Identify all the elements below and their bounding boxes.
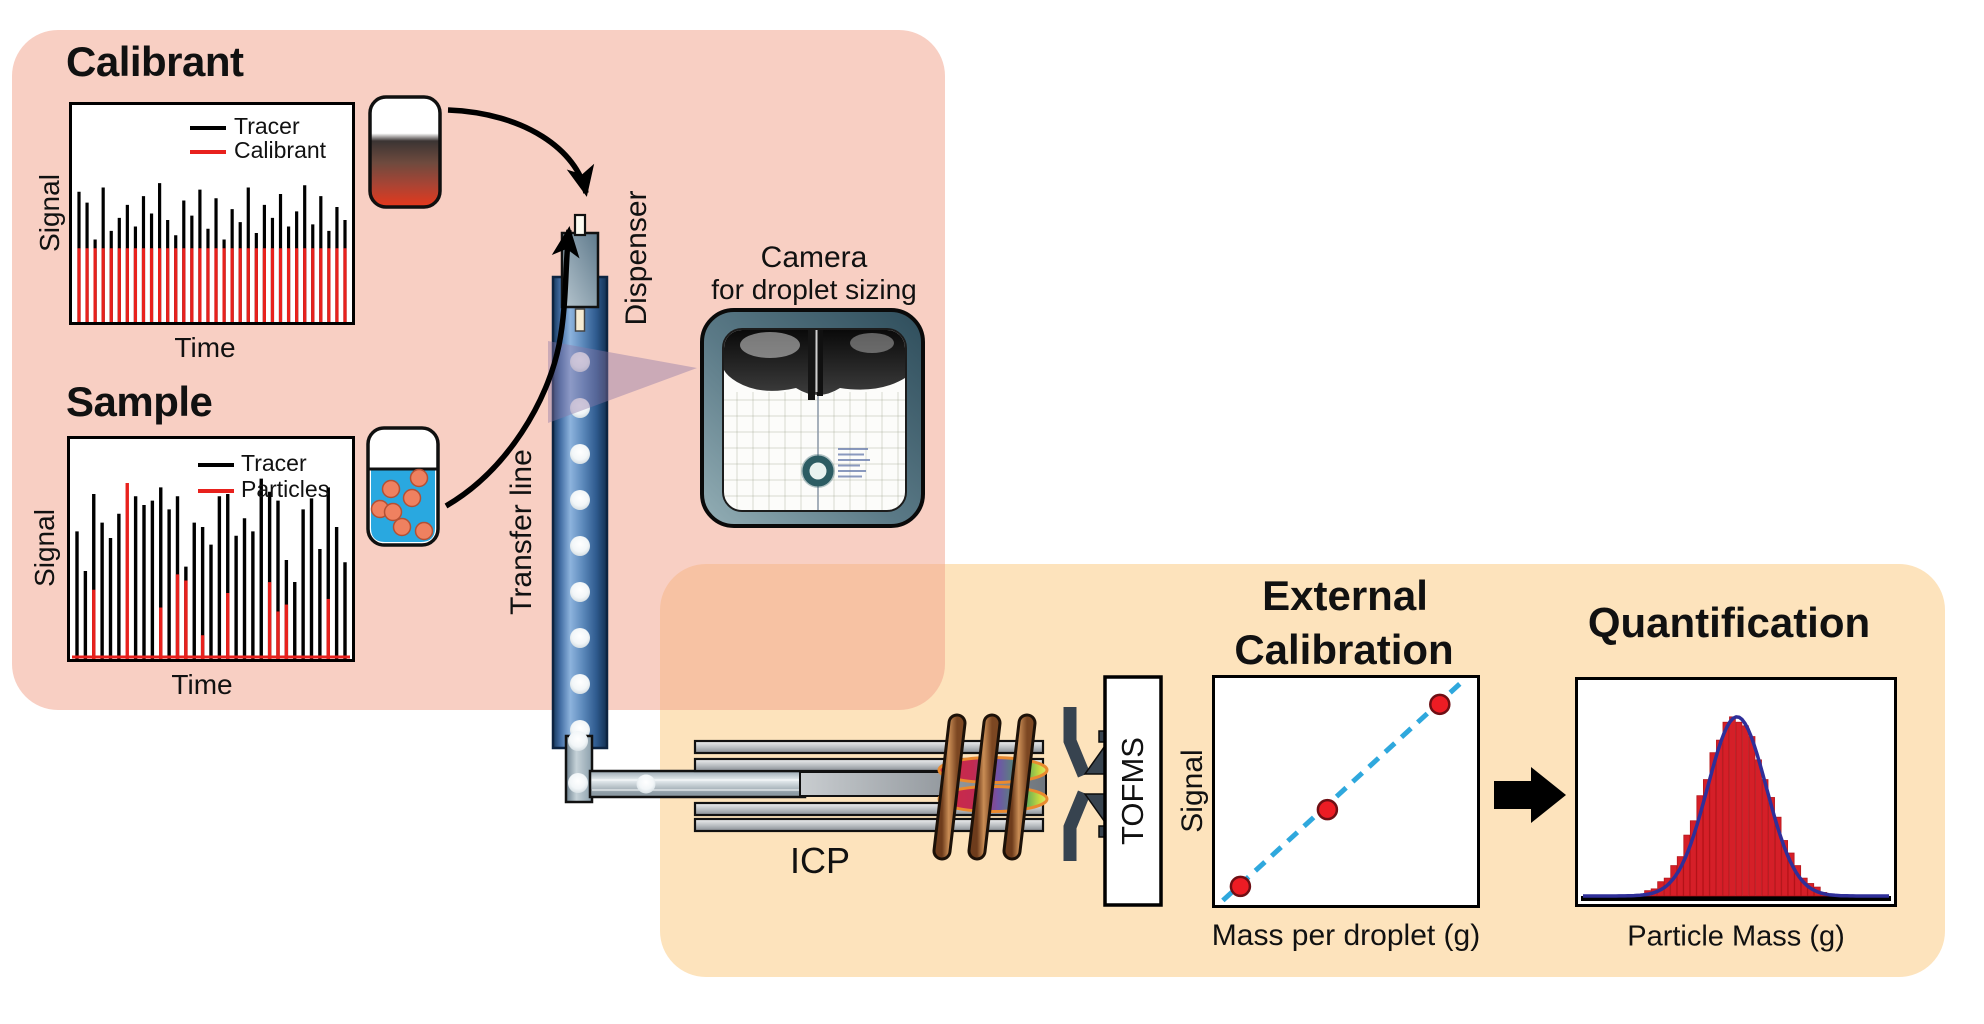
calibrant-title: Calibrant [66, 38, 244, 85]
external-calibration-chart [1212, 675, 1480, 908]
rf-load-coils [932, 713, 1037, 861]
calibrant-feed-arrow [447, 107, 595, 197]
legend-label-calibrant: Calibrant [234, 137, 327, 163]
calibrant-vial [368, 95, 442, 209]
external-calibration-ylabel: Signal [1176, 749, 1209, 833]
camera-label-line1: Camera [760, 241, 868, 274]
legend-line-tracer [198, 463, 234, 467]
droplet-annotation-lines [838, 448, 870, 478]
tofms-label: TOFMS [1115, 737, 1150, 845]
camera [700, 308, 925, 528]
camera-view-cone [548, 341, 697, 423]
legend-line-tracer [190, 126, 226, 130]
external-calibration-title-line2: Calibration [1234, 626, 1454, 673]
droplet-in-injector [636, 774, 656, 794]
camera-screen [722, 328, 907, 512]
legend-label-tracer: Tracer [241, 450, 307, 476]
camera-grid [724, 392, 905, 510]
sample-xlabel: Time [171, 669, 233, 700]
external-calibration-xlabel: Mass per droplet (g) [1211, 919, 1481, 952]
sample-vial [366, 426, 440, 547]
tofms-box [1103, 675, 1163, 907]
icp-label: ICP [789, 840, 851, 881]
legend-label-tracer: Tracer [234, 113, 300, 139]
calibrant-ylabel: Signal [34, 174, 65, 252]
quantification-title: Quantification [1587, 599, 1871, 646]
sample-ylabel: Signal [29, 509, 60, 587]
camera-view-image [724, 330, 905, 510]
legend-line-particles [198, 489, 234, 493]
external-calibration-title-line1: External [1262, 572, 1428, 619]
legend-line-calibrant [190, 150, 226, 154]
transfer-line-droplet-ports [570, 352, 590, 740]
sample-chart [67, 436, 355, 662]
sample-particles [370, 468, 434, 541]
droplet-in-elbow [568, 731, 588, 751]
dispenser-label: Dispenser [620, 190, 653, 326]
transfer-line-label: Transfer line [505, 449, 538, 615]
dispenser-capillary [574, 308, 586, 332]
droplet-in-camera [802, 455, 834, 487]
sampler-cone [1063, 707, 1091, 861]
calibrant-xlabel: Time [174, 332, 236, 363]
legend-label-particles: Particles [241, 476, 330, 502]
result-arrow-icon [1494, 767, 1566, 823]
sample-feed-arrow [444, 226, 580, 509]
quantification-chart [1575, 677, 1897, 907]
sample-title: Sample [66, 378, 213, 425]
droplet-in-elbow [568, 773, 588, 793]
quantification-xlabel: Particle Mass (g) [1627, 920, 1845, 953]
dispenser-nozzle [573, 213, 587, 237]
injector-horizontal-tube [588, 769, 807, 799]
camera-label-line2: for droplet sizing [711, 274, 917, 305]
calibrant-chart [69, 102, 355, 325]
